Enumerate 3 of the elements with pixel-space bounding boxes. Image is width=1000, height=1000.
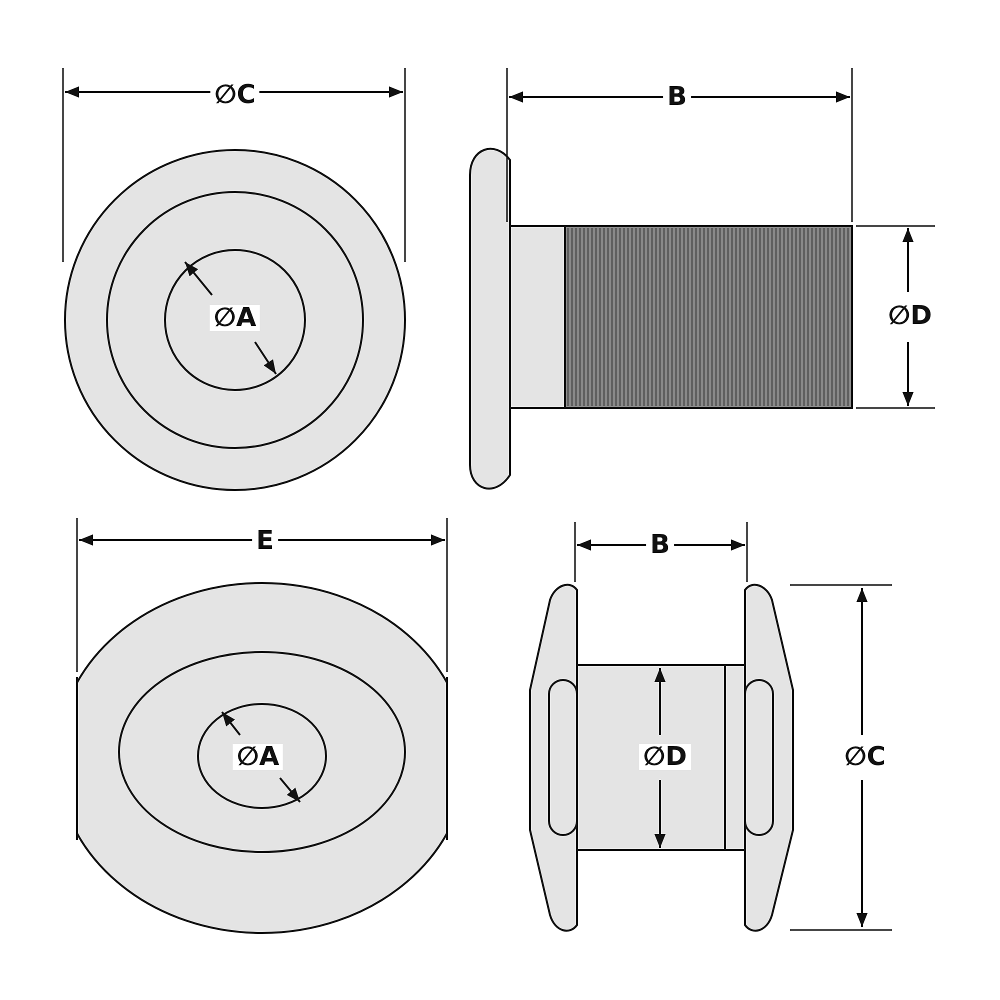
dimension-label: ∅A xyxy=(232,744,284,770)
dimension-label: ∅A xyxy=(210,305,260,331)
dimension-label: ∅D xyxy=(639,744,691,770)
